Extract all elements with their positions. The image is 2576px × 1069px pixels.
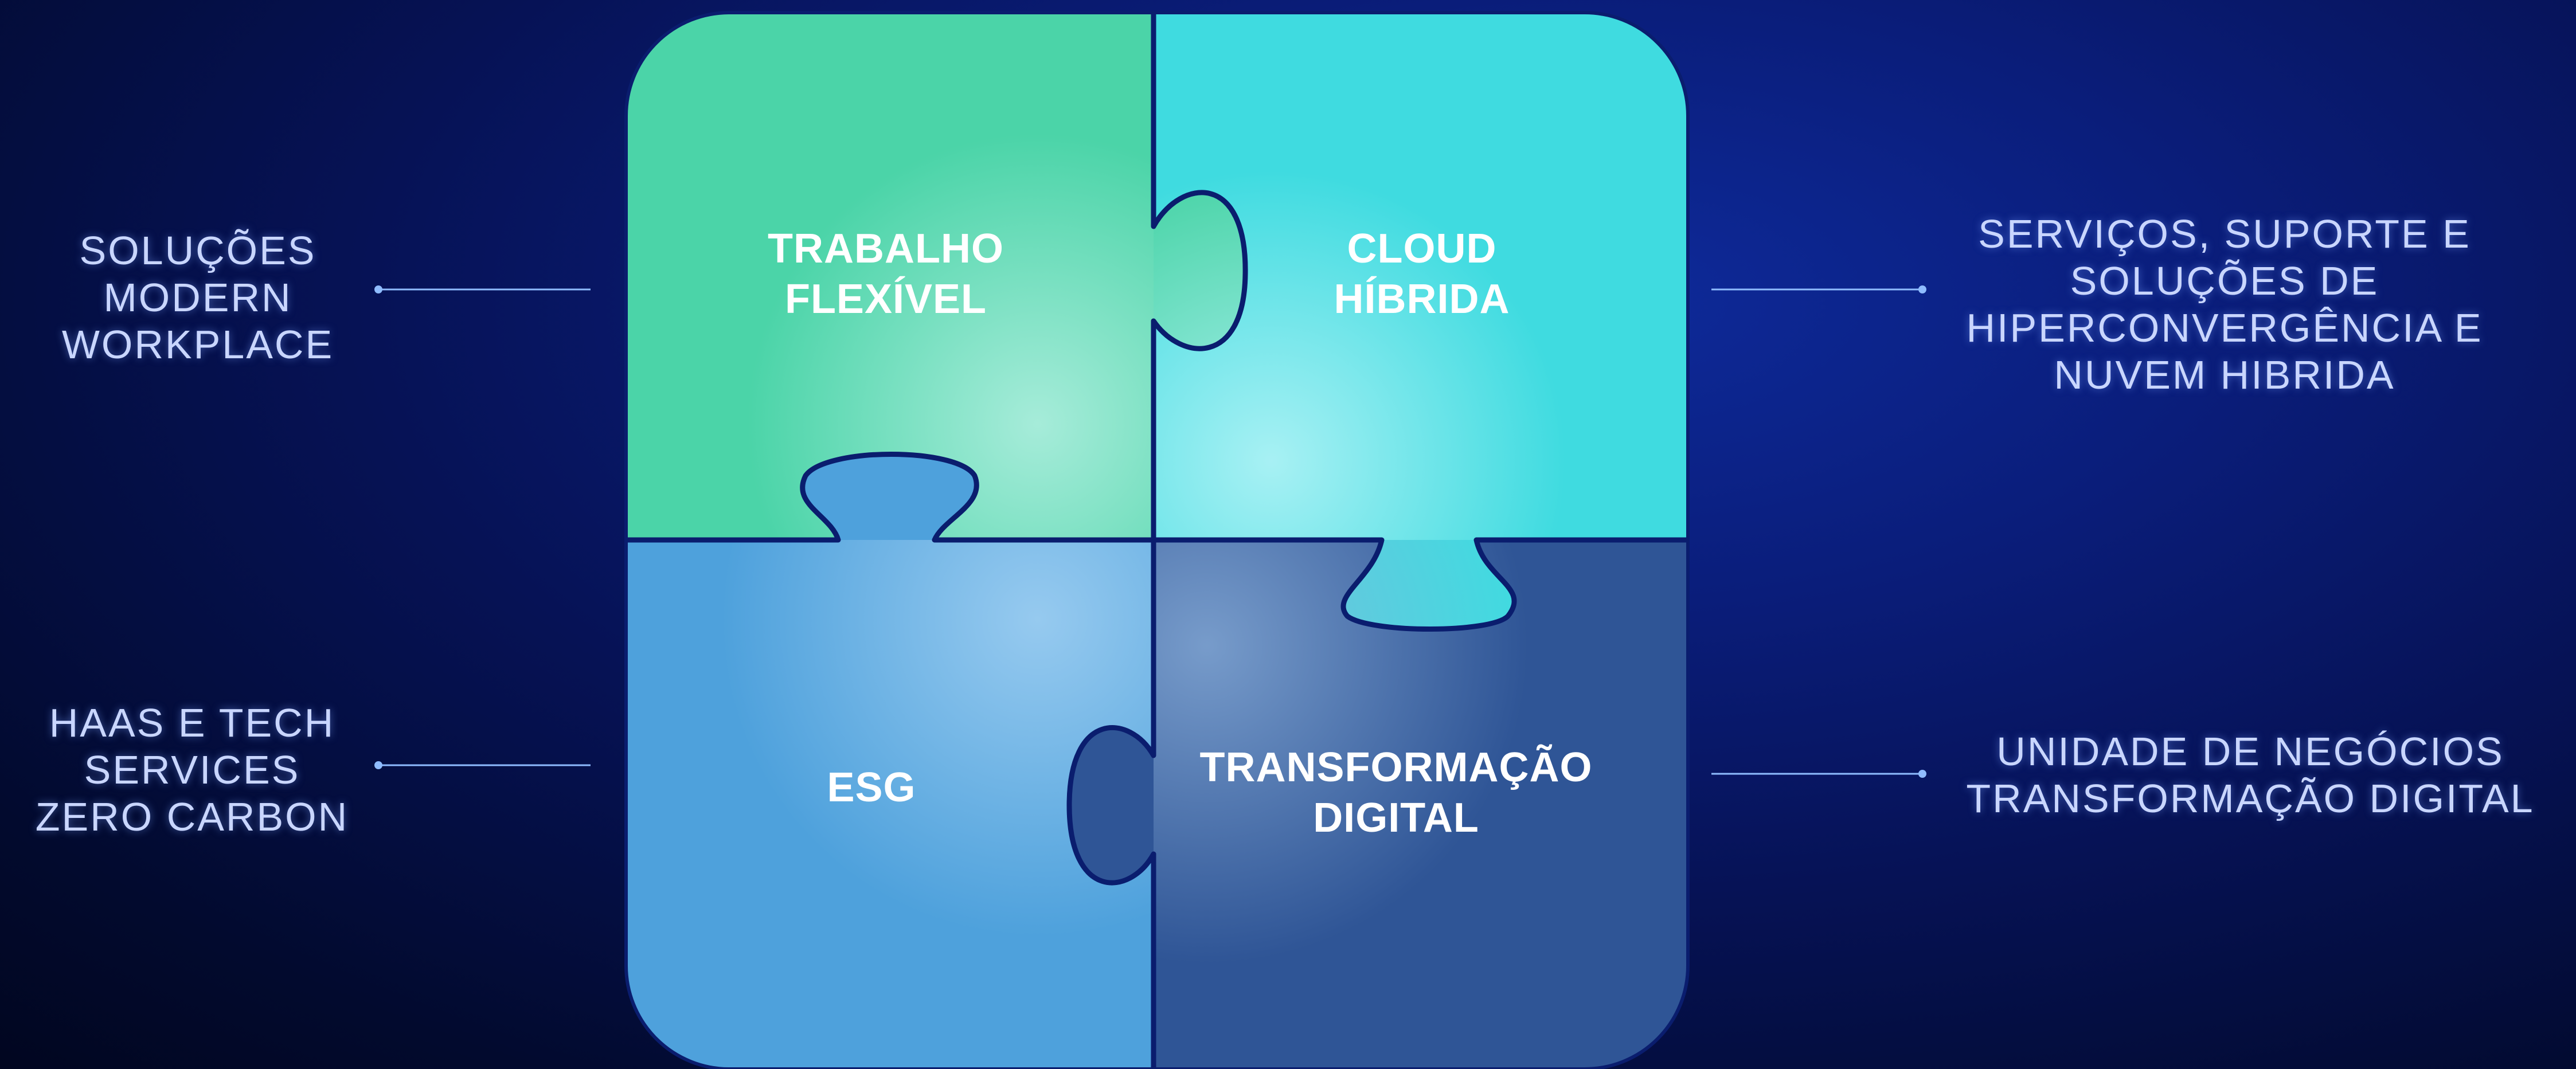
puzzle-outline — [624, 11, 1690, 1069]
label-transformacao-digital: TRANSFORMAÇÃO DIGITAL — [1164, 742, 1628, 843]
side-line: HIPERCONVERGÊNCIA E — [1966, 306, 2483, 350]
label-trabalho-flexivel: TRABALHO FLEXÍVEL — [714, 224, 1058, 324]
piece-shine — [1154, 13, 1688, 540]
seam-vertical-bottom — [1066, 540, 1156, 1069]
connector-top-right — [1711, 285, 1926, 293]
label-line: HÍBRIDA — [1334, 276, 1510, 322]
connector-bottom-left — [374, 761, 591, 769]
seam-vertical-top — [1151, 13, 1248, 540]
side-label-transformacao-digital: UNIDADE DE NEGÓCIOS TRANSFORMAÇÃO DIGITA… — [1935, 728, 2566, 822]
seam-horizontal-right — [1154, 537, 1688, 632]
side-line: MODERN — [103, 275, 292, 320]
connector-top-left — [374, 285, 591, 293]
label-line: ESG — [827, 765, 916, 810]
side-line: ZERO CARBON — [35, 794, 349, 839]
side-line: SERVICES — [84, 747, 300, 792]
side-line: SERVIÇOS, SUPORTE E — [1978, 212, 2471, 256]
piece-shine — [626, 540, 1154, 1069]
side-line: TRANSFORMAÇÃO DIGITAL — [1966, 776, 2535, 821]
side-line: HAAS E TECH — [49, 700, 335, 745]
side-line: NUVEM HIBRIDA — [2054, 353, 2395, 397]
side-line: UNIDADE DE NEGÓCIOS — [1996, 729, 2504, 774]
label-line: DIGITAL — [1313, 795, 1479, 841]
side-line: WORKPLACE — [61, 322, 334, 367]
side-line: SOLUÇÕES DE — [2070, 259, 2379, 303]
label-line: CLOUD — [1347, 226, 1497, 272]
label-cloud-hibrida: CLOUD HÍBRIDA — [1250, 224, 1594, 324]
connector-bottom-right — [1711, 770, 1926, 778]
label-line: TRANSFORMAÇÃO — [1199, 745, 1593, 790]
side-label-zero-carbon: HAAS E TECH SERVICES ZERO CARBON — [11, 699, 373, 840]
label-esg: ESG — [757, 762, 986, 813]
label-line: TRABALHO — [768, 226, 1004, 272]
side-line: SOLUÇÕES — [79, 228, 316, 273]
seam-horizontal-left — [626, 452, 1154, 543]
side-label-modern-workplace: SOLUÇÕES MODERN WORKPLACE — [23, 227, 373, 368]
side-label-nuvem-hibrida: SERVIÇOS, SUPORTE E SOLUÇÕES DE HIPERCON… — [1935, 210, 2514, 398]
label-line: FLEXÍVEL — [784, 276, 987, 322]
